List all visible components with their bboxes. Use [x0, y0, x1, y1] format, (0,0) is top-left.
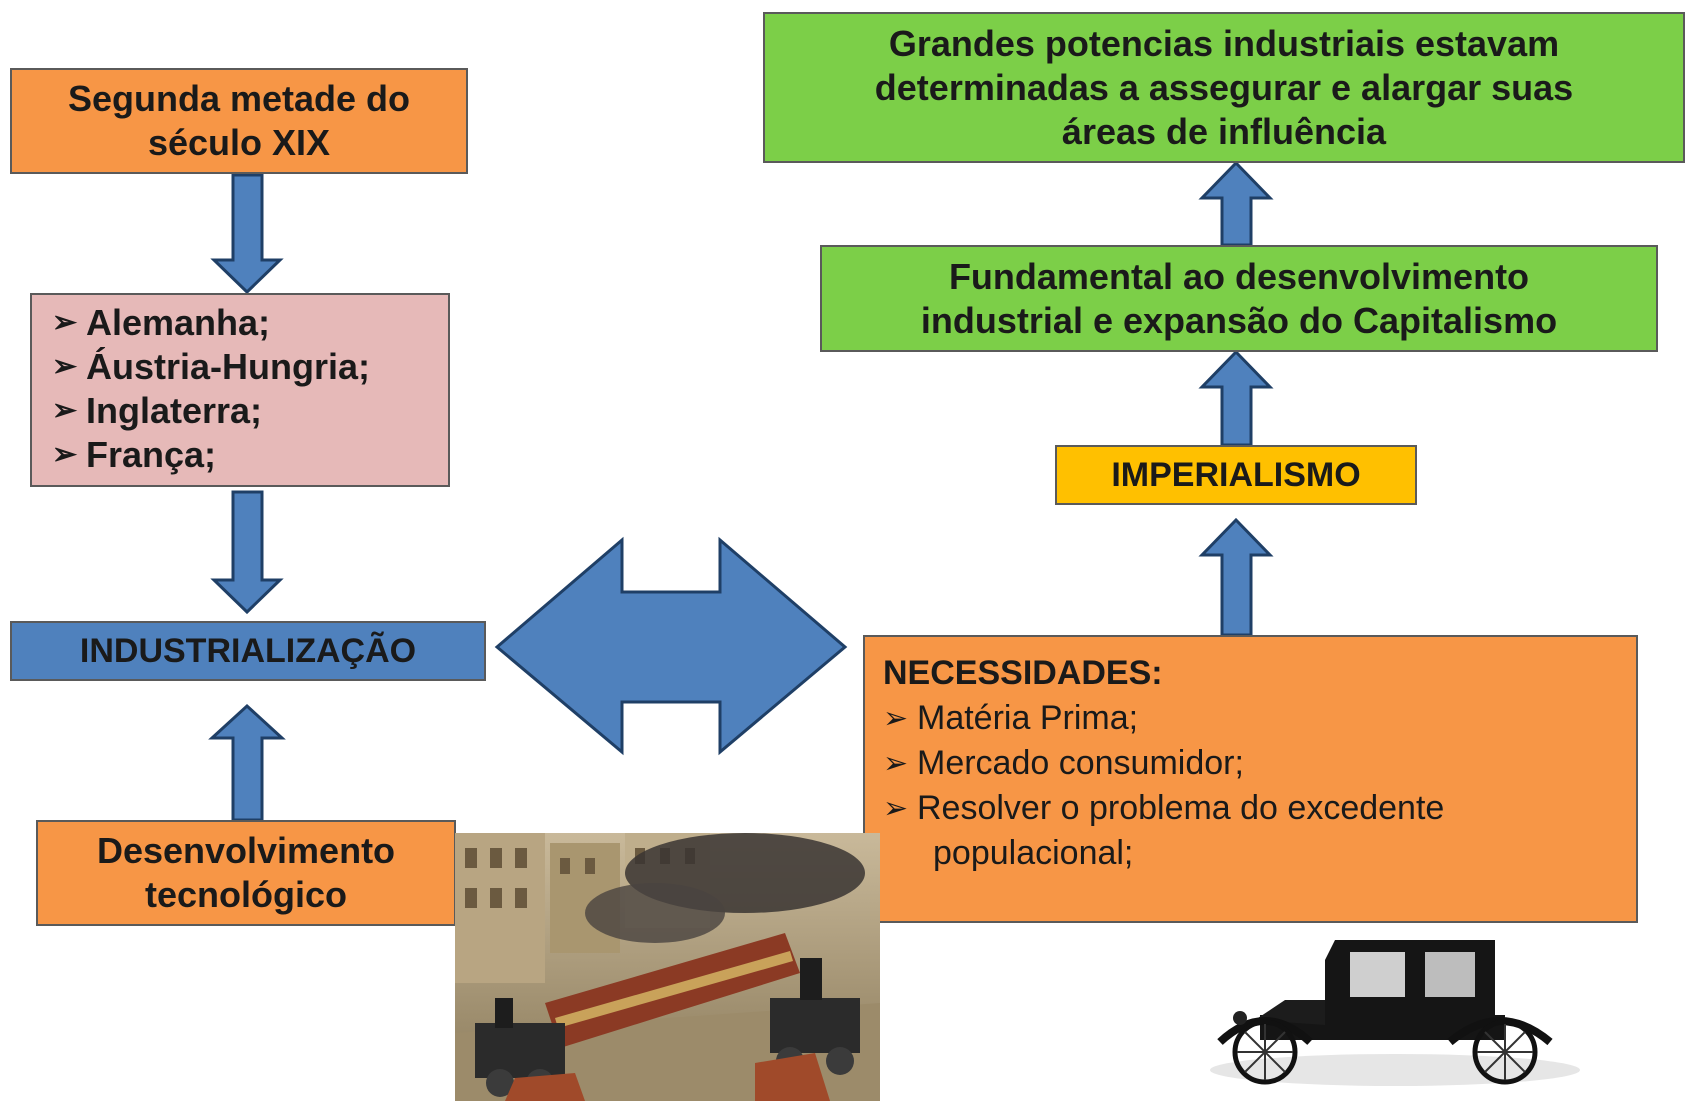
bullet-icon: ➢ — [883, 747, 909, 780]
box-industrializacao: INDUSTRIALIZAÇÃO — [10, 621, 486, 681]
vintage-car-graphic — [1195, 930, 1595, 1090]
seculo-line2: século XIX — [147, 122, 331, 163]
train-illustration — [455, 833, 880, 1101]
box-grandes-potencias: Grandes potencias industriais estavam de… — [763, 12, 1685, 163]
arrow-up-right-1 — [1198, 517, 1274, 637]
box-fundamental: Fundamental ao desenvolvimento industria… — [820, 245, 1658, 352]
country-item: ➢França; — [52, 434, 217, 475]
double-arrow — [494, 536, 848, 756]
box-desenvolvimento: Desenvolvimento tecnológico — [36, 820, 456, 926]
bullet-icon: ➢ — [883, 702, 909, 735]
box-countries: ➢Alemanha; ➢Áustria-Hungria; ➢Inglaterra… — [30, 293, 450, 487]
bullet-icon: ➢ — [883, 792, 909, 825]
necessidade-item: ➢Mercado consumidor; — [883, 741, 1636, 786]
seculo-line1: Segunda metade do — [67, 78, 411, 119]
bullet-icon: ➢ — [52, 306, 78, 339]
box-seculo-xix: Segunda metade do século XIX — [10, 68, 468, 174]
necessidades-title: NECESSIDADES: — [883, 654, 1163, 692]
arrow-down-1 — [210, 173, 284, 295]
arrow-down-2 — [210, 490, 284, 615]
bullet-icon: ➢ — [52, 394, 78, 427]
arrow-up-right-2 — [1198, 349, 1274, 447]
box-necessidades: NECESSIDADES: ➢Matéria Prima; ➢Mercado c… — [863, 635, 1638, 923]
countries-list: ➢Alemanha; ➢Áustria-Hungria; ➢Inglaterra… — [52, 301, 448, 477]
country-item: ➢Áustria-Hungria; — [52, 346, 371, 387]
arrow-up-right-3 — [1198, 160, 1274, 247]
necessidade-item: ➢Matéria Prima; — [883, 696, 1636, 741]
box-imperialismo: IMPERIALISMO — [1055, 445, 1417, 505]
bullet-icon: ➢ — [52, 350, 78, 383]
necessidade-item-continuation: populacional; — [933, 834, 1134, 872]
country-item: ➢Alemanha; — [52, 302, 271, 343]
bullet-icon: ➢ — [52, 438, 78, 471]
country-item: ➢Inglaterra; — [52, 390, 263, 431]
necessidade-item: ➢Resolver o problema do excedente — [883, 786, 1636, 831]
vintage-car-photo — [1195, 930, 1595, 1090]
train-illustration-graphic — [455, 833, 880, 1101]
arrow-up-left — [208, 703, 286, 822]
industrializacao-label: INDUSTRIALIZAÇÃO — [79, 631, 417, 670]
